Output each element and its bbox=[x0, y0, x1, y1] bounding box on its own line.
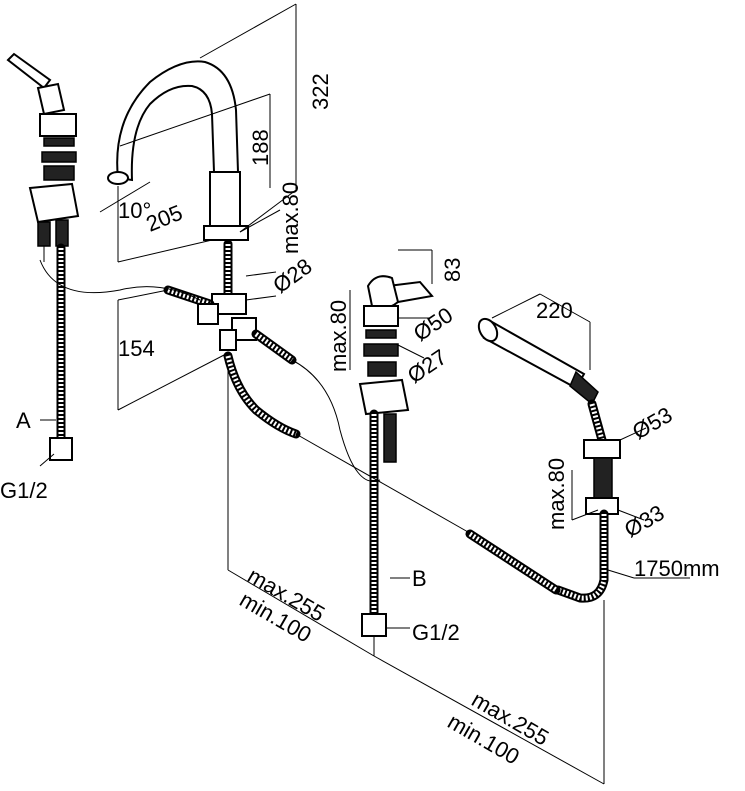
shower-connector bbox=[569, 370, 599, 406]
dim-1750-label: 1750mm bbox=[634, 556, 720, 581]
left-valve-body bbox=[28, 182, 80, 224]
right-valve-cap bbox=[363, 305, 399, 327]
dim-83-label: 83 bbox=[440, 258, 465, 282]
left-valve-cap bbox=[39, 113, 77, 137]
shower-holder-top bbox=[583, 439, 621, 459]
thread-a-label: G1/2 bbox=[0, 478, 48, 503]
dim-53-ext bbox=[619, 427, 647, 441]
hot-line-right bbox=[291, 359, 381, 482]
dim-28-top bbox=[245, 271, 277, 277]
dimension-lines bbox=[39, 3, 690, 785]
left-valve-neck bbox=[36, 82, 66, 116]
mixer-outlet-hose-braid bbox=[254, 331, 294, 363]
right-valve-ring-1 bbox=[365, 329, 397, 339]
mixer-bottom-nut bbox=[219, 329, 237, 351]
shower-head bbox=[477, 317, 499, 343]
dim-angle-line bbox=[99, 181, 151, 213]
dim-188-ext-top bbox=[119, 93, 271, 147]
dim-205-line bbox=[117, 239, 213, 263]
right-valve-dome bbox=[366, 275, 400, 310]
right-valve-ring-2 bbox=[363, 343, 399, 357]
dim-max80-shower-ext bbox=[571, 509, 599, 521]
dim-220-label: 220 bbox=[536, 298, 573, 323]
shower-hose-weight bbox=[465, 529, 561, 595]
left-valve-ring-2 bbox=[41, 151, 77, 163]
dim-255-left-line bbox=[227, 569, 375, 657]
right-valve-b bbox=[358, 275, 434, 637]
dim-33-label: Ø33 bbox=[620, 500, 669, 542]
left-valve-ring-3 bbox=[43, 165, 75, 181]
dim-188-label: 188 bbox=[248, 129, 273, 166]
spout-outlet bbox=[107, 171, 129, 185]
spout-lower-hose bbox=[223, 351, 301, 439]
dim-1750-leader bbox=[607, 569, 635, 579]
mixer-inlet-hose-braid bbox=[167, 287, 211, 307]
dim-322-ext-bottom bbox=[239, 189, 297, 233]
dim-50-label: Ø50 bbox=[409, 302, 457, 346]
dim-max80-valve-label: max.80 bbox=[326, 300, 351, 372]
dim-322-label: 322 bbox=[308, 73, 333, 110]
mixer-left-nut bbox=[197, 303, 219, 325]
left-valve-connector-1 bbox=[37, 221, 51, 247]
hand-shower bbox=[295, 317, 621, 603]
dim-max80-spout-label: max.80 bbox=[278, 182, 303, 254]
right-valve-connector bbox=[383, 413, 397, 463]
spout-lower-hose-braid bbox=[225, 355, 297, 437]
right-valve-body bbox=[358, 378, 410, 416]
left-valve-a bbox=[6, 52, 80, 461]
dim-28-bottom bbox=[245, 295, 277, 301]
left-valve-lever bbox=[6, 52, 52, 90]
label-b: B bbox=[412, 566, 427, 591]
shower-hose-weight-braid bbox=[468, 531, 558, 593]
dim-255-right-line bbox=[373, 655, 605, 785]
dim-max80-shower-label: max.80 bbox=[544, 458, 569, 530]
dim-28-label: Ø28 bbox=[268, 253, 316, 298]
shower-holder-body bbox=[593, 457, 613, 499]
dim-220-line bbox=[539, 293, 591, 323]
left-valve-ring-1 bbox=[43, 137, 75, 147]
spout-base-ring bbox=[203, 225, 249, 241]
dim-154-ext-top bbox=[117, 289, 169, 301]
dim-322-ext-top bbox=[199, 3, 297, 59]
dim-33-ext bbox=[617, 509, 645, 521]
dim-154-label: 154 bbox=[118, 336, 155, 361]
shower-handle bbox=[482, 320, 586, 390]
shower-hose-upper bbox=[587, 399, 607, 445]
label-a: A bbox=[16, 408, 31, 433]
left-valve-connector-2 bbox=[55, 219, 69, 247]
dim-27-ext bbox=[395, 343, 425, 359]
shower-hose-line bbox=[295, 433, 469, 533]
cold-line-left bbox=[39, 259, 201, 301]
dim-220-ext-left bbox=[491, 293, 541, 319]
thread-a-leader bbox=[39, 453, 55, 467]
spout-arc bbox=[116, 60, 240, 182]
dim-53-label: Ø53 bbox=[628, 402, 677, 444]
right-valve-ring-3 bbox=[367, 361, 397, 377]
dim-angle-label: 10° bbox=[118, 198, 151, 223]
left-hose-nut bbox=[49, 437, 73, 461]
dim-154-ext-bottom bbox=[117, 353, 227, 411]
shower-hose-lower bbox=[553, 509, 609, 603]
right-hose-nut bbox=[361, 613, 387, 637]
spout-column bbox=[209, 171, 241, 229]
spout-assembly bbox=[39, 60, 381, 482]
thread-b-label: G1/2 bbox=[412, 620, 460, 645]
dim-max80-ext bbox=[239, 209, 281, 233]
